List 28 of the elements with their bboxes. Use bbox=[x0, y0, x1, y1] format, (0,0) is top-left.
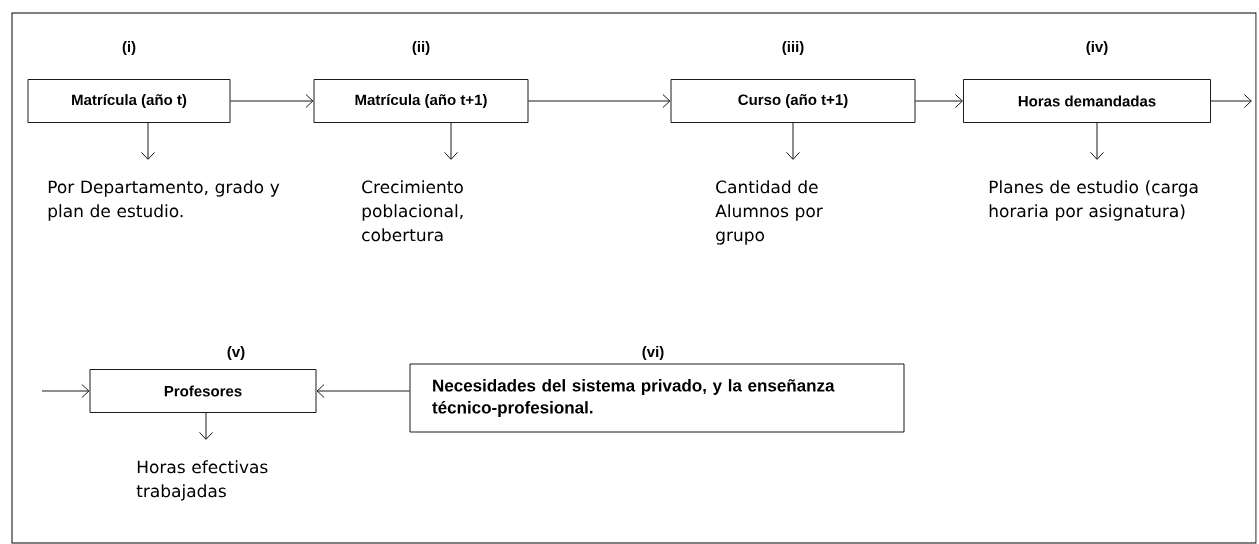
arrow bbox=[1210, 94, 1252, 108]
process-box: Profesores bbox=[89, 369, 317, 413]
description-text: Planes de estudio (carga horaria por asignatura) bbox=[989, 180, 1198, 221]
arrow bbox=[528, 94, 671, 108]
description-text: Por Departamento, grado y plan de estudio. bbox=[48, 180, 280, 221]
arrow bbox=[141, 122, 155, 160]
description-text: Cantidad de Alumnos por grupo bbox=[715, 180, 823, 245]
arrow bbox=[316, 384, 410, 398]
step-number: (iv) bbox=[1086, 41, 1108, 55]
process-box: Necesidades del sistema privado, y la enseñanza técnico-profesional. bbox=[409, 363, 905, 433]
step-number: (ii) bbox=[412, 41, 430, 55]
process-box: Curso (año t+1) bbox=[670, 79, 916, 123]
description-text: Horas efectivas trabajadas bbox=[136, 460, 268, 501]
arrow bbox=[1090, 122, 1104, 160]
process-box: Matrícula (año t+1) bbox=[313, 79, 529, 123]
arrow bbox=[444, 122, 458, 160]
arrow bbox=[199, 412, 213, 440]
step-number: (v) bbox=[227, 346, 245, 360]
process-box: Matrícula (año t) bbox=[27, 79, 231, 123]
step-number: (i) bbox=[122, 41, 136, 55]
arrow bbox=[915, 94, 963, 108]
step-number: (iii) bbox=[782, 41, 804, 55]
description-text: Crecimiento poblacional, cobertura bbox=[362, 180, 463, 242]
arrow bbox=[230, 94, 314, 108]
process-box: Horas demandadas bbox=[963, 79, 1211, 123]
arrow bbox=[41, 384, 90, 398]
step-number: (vi) bbox=[642, 346, 664, 360]
arrow bbox=[786, 122, 800, 160]
